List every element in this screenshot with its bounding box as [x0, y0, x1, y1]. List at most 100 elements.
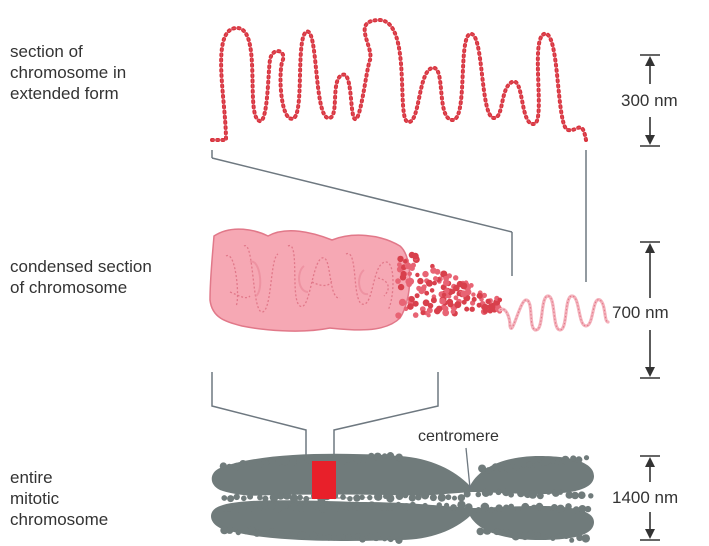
chromosome-fuzz-bump: [409, 494, 416, 501]
chromatin-bead: [436, 306, 442, 312]
chromosome-fuzz-bump: [297, 495, 303, 501]
chromatin-bead: [448, 301, 454, 307]
chromatin-bead: [453, 275, 458, 280]
chromosome-fuzz-bump: [261, 530, 266, 535]
chromosome-fuzz-bump: [396, 492, 404, 500]
chromatin-bead: [451, 309, 456, 314]
chromosome-fuzz-bump: [508, 504, 514, 510]
chromosome-fuzz-bump: [485, 467, 492, 474]
chromosome-fuzz-bump: [290, 503, 298, 511]
highlighted-region: [312, 461, 336, 499]
chromosome-fuzz-bump: [247, 460, 254, 467]
chromosome-fuzz-bump: [359, 495, 364, 500]
chromosome-fuzz-bump: [242, 527, 249, 534]
bracket-lines: [212, 372, 438, 462]
chromosome-fuzz-bump: [331, 505, 339, 513]
chromatin-bead: [422, 285, 427, 290]
chromatin-bead: [421, 310, 426, 315]
scale-label-1400nm: 1400 nm: [612, 488, 678, 507]
chromosome-fuzz-bump: [546, 506, 551, 511]
chromosome-fuzz-bump: [284, 531, 291, 538]
chromatin-bead: [470, 307, 475, 312]
chromosome-fuzz-bump: [529, 490, 538, 499]
chromosome-fuzz-bump: [416, 505, 422, 511]
scale-label-300nm: 300 nm: [621, 91, 678, 110]
chromosome-fuzz-bump: [302, 503, 310, 511]
chromosome-fuzz-bump: [340, 494, 346, 500]
chromosome-fuzz-bump: [557, 534, 563, 540]
chromosome-fuzz-bump: [368, 453, 374, 459]
chromosome-fuzz-bump: [585, 506, 591, 512]
chromatin-bead: [498, 298, 503, 303]
chromosome-fuzz-bump: [422, 503, 428, 509]
chromosome-fuzz-bump: [361, 457, 367, 463]
chromatin-bead: [415, 273, 419, 277]
chromosome-fuzz-bump: [495, 504, 503, 512]
chromosome-fuzz-bump: [536, 503, 544, 511]
chromosome-fuzz-bump: [227, 464, 233, 470]
chromosome-fuzz-bump: [233, 463, 240, 470]
chromosome-fuzz-bump: [437, 502, 442, 507]
chromosome-fuzz-bump: [289, 458, 296, 465]
chromosome-fuzz-bump: [521, 503, 529, 511]
chromosome-fuzz-bump: [353, 495, 360, 502]
chromosome-fuzz-bump: [372, 533, 381, 542]
chromatin-bead: [411, 263, 416, 268]
chromatin-bead: [417, 278, 423, 284]
chromosome-fuzz-bump: [481, 503, 490, 512]
chromatin-bead: [460, 282, 467, 289]
chromosome-fuzz-bump: [526, 461, 532, 467]
chromosome-fuzz-bump: [488, 507, 494, 513]
chromosome-fuzz-bump: [236, 530, 241, 535]
chromosome-fuzz-bump: [512, 532, 520, 540]
chromosome-fuzz-bump: [283, 504, 288, 509]
chromatin-bead: [472, 297, 477, 302]
chromosome-fuzz-bump: [241, 496, 247, 502]
chromosome-fuzz-bump: [534, 462, 542, 470]
guide-line-left-diagonal: [212, 158, 512, 232]
chromosome-fuzz-bump: [227, 495, 234, 502]
chromosome-fuzz-bump: [382, 453, 388, 459]
chromosome-fuzz-bump: [387, 452, 394, 459]
chromosome-fuzz-bump: [234, 506, 241, 513]
chromosome-fuzz-bump: [570, 455, 576, 461]
chromatin-bead: [424, 291, 429, 296]
chromosome-fuzz-bump: [542, 457, 550, 465]
chromosome-fuzz-bump: [504, 464, 512, 472]
scale-label-700nm: 700 nm: [612, 303, 669, 322]
chromosome-fuzz-bump: [386, 494, 394, 502]
chromatin-bead: [395, 312, 401, 318]
chromosome-fuzz-bump: [517, 490, 525, 498]
chromatin-bead: [454, 301, 461, 308]
chromosome-fuzz-bump: [478, 465, 486, 473]
chromatin-bead: [399, 299, 406, 306]
chromosome-fuzz-bump: [564, 534, 569, 539]
chromatin-bead: [433, 276, 438, 281]
chromosome-fuzz-bump: [359, 536, 366, 543]
chromosome-fuzz-bump: [263, 460, 269, 466]
chromosome-fuzz-bump: [528, 530, 535, 537]
chromosome-fuzz-bump: [239, 460, 246, 467]
chromatin-bead: [431, 297, 437, 303]
chromosome-fuzz-bump: [571, 492, 579, 500]
chromatin-bead: [477, 303, 482, 308]
chromatin-bead: [469, 283, 474, 288]
chromatin-bead: [409, 296, 415, 302]
chromatin-bead: [464, 307, 469, 312]
chromatin-bead: [430, 267, 436, 273]
chromosome-fuzz-bump: [347, 505, 352, 510]
chromosome-fuzz-bump: [388, 536, 394, 542]
chromatin-bead: [405, 278, 412, 285]
chromosome-fuzz-bump: [220, 462, 227, 469]
chromosome-fuzz-bump: [487, 490, 493, 496]
chromosome-fuzz-bump: [558, 489, 564, 495]
chromatin-bead: [488, 304, 493, 309]
condensed-section: [210, 229, 410, 331]
chromosome-fuzz-bump: [546, 490, 551, 495]
chromosome-fuzz-bump: [575, 456, 582, 463]
chromosome-fuzz-bump: [457, 501, 465, 509]
chromosome-fuzz-bump: [355, 505, 360, 510]
chromosome-fuzz-bump: [360, 505, 366, 511]
chromatin-bead: [397, 256, 403, 262]
chromatin-bead: [426, 280, 433, 287]
